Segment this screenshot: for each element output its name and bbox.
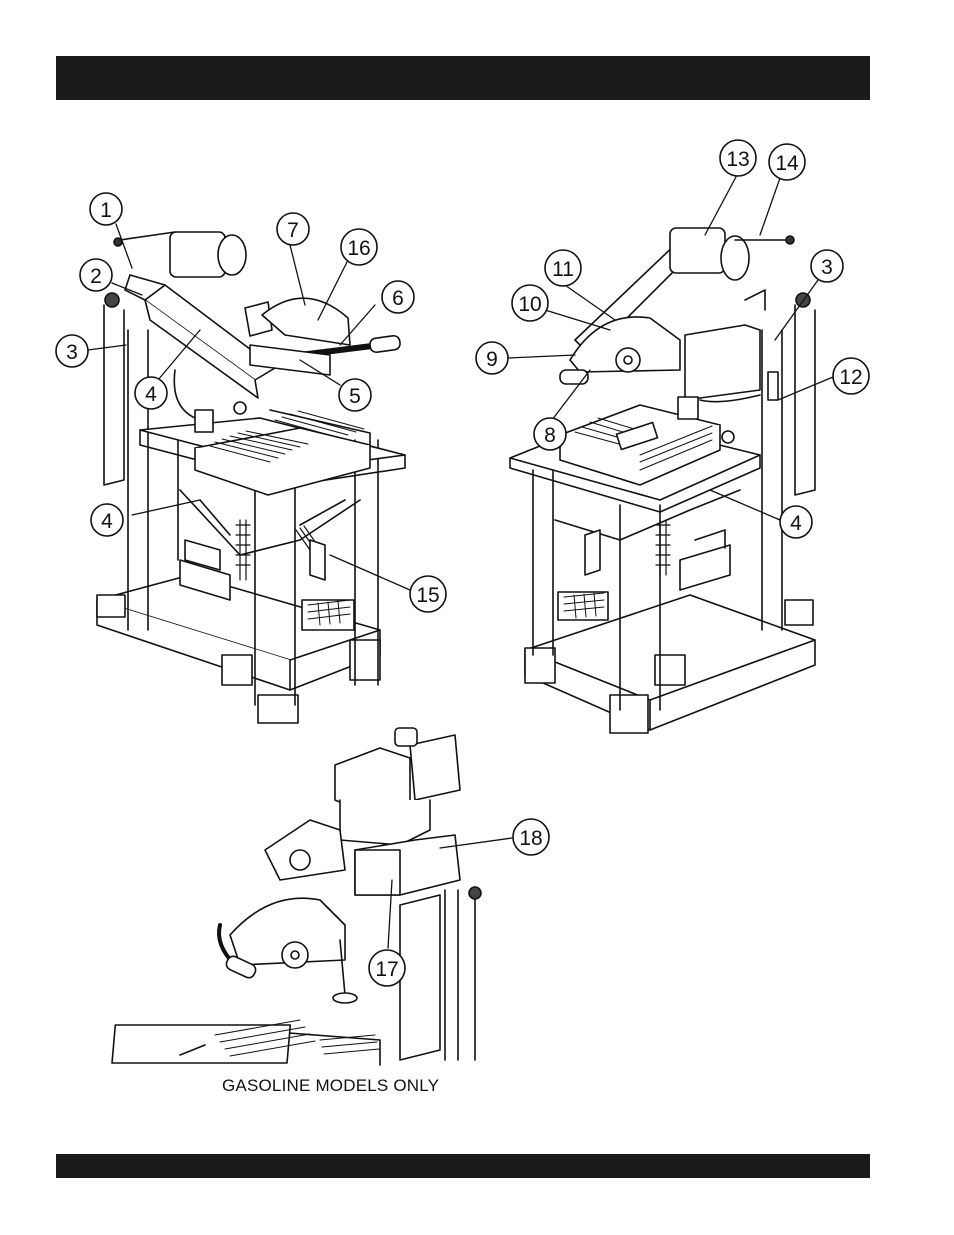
callout-4-right-table: 4: [780, 506, 812, 538]
svg-text:9: 9: [486, 348, 498, 371]
svg-text:4: 4: [101, 510, 113, 533]
svg-text:12: 12: [839, 366, 862, 389]
callout-4-arm: 4: [135, 377, 167, 409]
callout-7: 7: [277, 213, 309, 245]
svg-text:6: 6: [392, 287, 404, 310]
svg-text:5: 5: [349, 385, 361, 408]
callout-11: 11: [545, 250, 581, 286]
callout-3-left: 3: [56, 335, 88, 367]
svg-text:15: 15: [416, 584, 439, 607]
svg-text:17: 17: [375, 958, 398, 981]
callout-15: 15: [410, 576, 446, 612]
callout-13: 13: [720, 140, 756, 176]
callout-2: 2: [80, 259, 112, 291]
svg-text:3: 3: [66, 341, 78, 364]
callout-1: 1: [90, 193, 122, 225]
footer-bar: [56, 1154, 870, 1178]
callout-8: 8: [534, 418, 566, 450]
svg-text:8: 8: [544, 424, 556, 447]
callout-3-right: 3: [811, 250, 843, 282]
svg-text:18: 18: [519, 827, 542, 850]
callout-12: 12: [833, 358, 869, 394]
callout-10: 10: [512, 285, 548, 321]
svg-text:4: 4: [790, 512, 802, 535]
svg-text:3: 3: [821, 256, 833, 279]
svg-text:1: 1: [100, 199, 112, 222]
gasoline-model-illustration: [112, 728, 481, 1065]
callout-6: 6: [382, 281, 414, 313]
callout-18: 18: [513, 819, 549, 855]
svg-text:10: 10: [518, 293, 541, 316]
callout-14: 14: [769, 144, 805, 180]
svg-text:13: 13: [726, 148, 749, 171]
callout-16: 16: [341, 229, 377, 265]
svg-text:16: 16: [347, 237, 370, 260]
callout-17: 17: [369, 950, 405, 986]
left-saw-illustration: [97, 232, 405, 723]
svg-text:4: 4: [145, 383, 157, 406]
right-saw-illustration: [510, 228, 815, 733]
svg-text:14: 14: [775, 152, 799, 175]
callout-5: 5: [339, 379, 371, 411]
svg-text:11: 11: [552, 258, 574, 281]
gasoline-models-caption: GASOLINE MODELS ONLY: [222, 1076, 439, 1096]
svg-text:2: 2: [90, 265, 102, 288]
callout-9: 9: [476, 342, 508, 374]
svg-text:7: 7: [287, 219, 299, 242]
callout-4-left-table: 4: [91, 504, 123, 536]
